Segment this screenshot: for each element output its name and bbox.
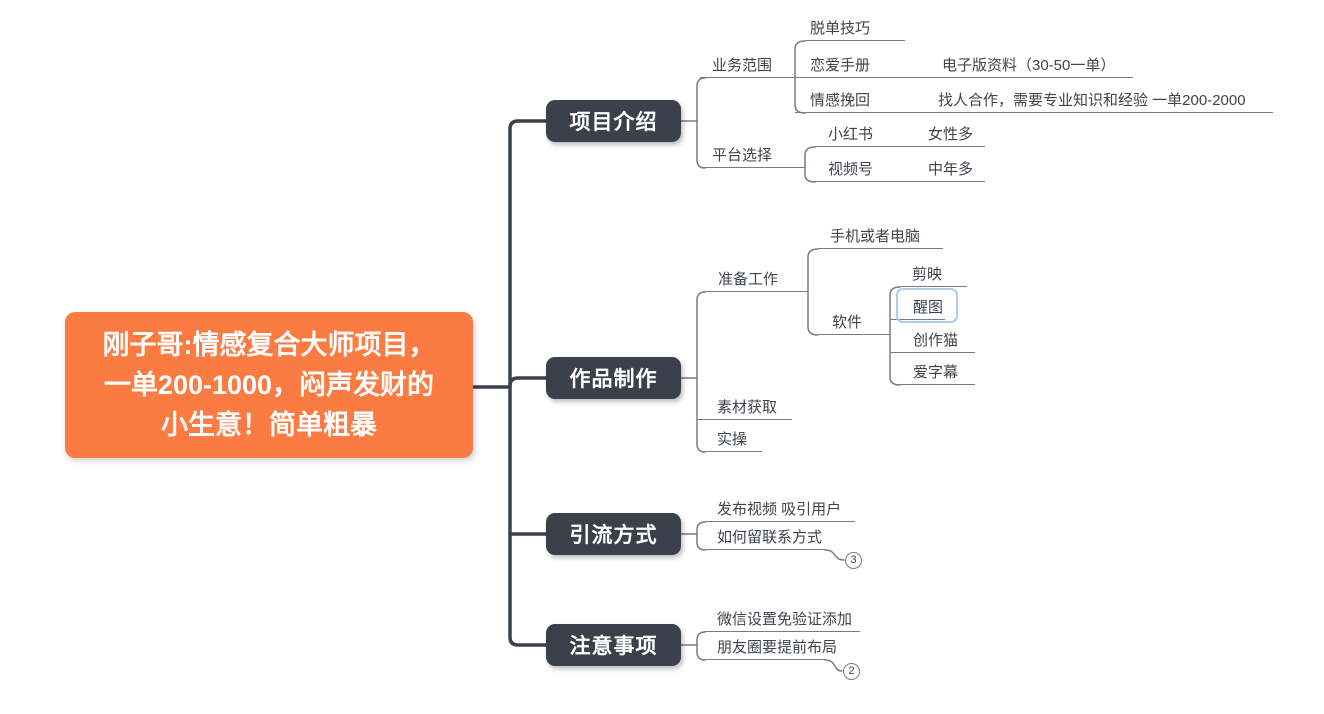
subtopic-preparation[interactable]: 准备工作 [705, 268, 808, 292]
trunk-stub-content-creation [508, 376, 548, 388]
main-topic-project-intro[interactable]: 项目介绍 [546, 100, 681, 142]
subtopic-middle-aged[interactable]: 中年多 [920, 158, 985, 182]
subtopic-partner-needed[interactable]: 找人合作，需要专业知识和经验 一单200-2000 [930, 89, 1273, 113]
root-topic-line2: 一单200-1000，闷声发财的 [103, 370, 435, 400]
subtopic-wechat-no-verification[interactable]: 微信设置免验证添加 [705, 608, 860, 632]
subtopic-xingtu[interactable]: 醒图 [890, 296, 945, 320]
subtopic-love-manual[interactable]: 恋爱手册 [795, 54, 930, 78]
collapse-badge-leave-contact[interactable]: 3 [845, 552, 862, 569]
main-topic-precautions[interactable]: 注意事项 [546, 624, 681, 666]
subtopic-phone-or-computer[interactable]: 手机或者电脑 [818, 225, 943, 249]
main-topic-traffic-method[interactable]: 引流方式 [546, 513, 681, 555]
subtopic-ebook-material[interactable]: 电子版资料（30-50一单） [930, 54, 1133, 78]
root-topic[interactable]: 刚子哥:情感复合大师项目， 一单200-1000，闷声发财的 小生意！简单粗暴 [65, 312, 473, 458]
subtopic-relationship-recovery[interactable]: 情感挽回 [795, 89, 930, 113]
subtopic-dating-tips[interactable]: 脱单技巧 [805, 17, 905, 41]
subtopic-mostly-female[interactable]: 女性多 [920, 123, 985, 147]
root-topic-line1: 刚子哥:情感复合大师项目， [102, 330, 436, 360]
subtopic-business-scope[interactable]: 业务范围 [700, 54, 795, 78]
selection-box-xingtu [896, 288, 958, 323]
subtopic-jianying[interactable]: 剪映 [900, 263, 967, 287]
root-topic-line3: 小生意！简单粗暴 [161, 410, 377, 440]
subtopic-practice[interactable]: 实操 [705, 428, 762, 452]
subtopic-aizimu[interactable]: 爱字幕 [900, 361, 975, 385]
subtopic-moments-layout[interactable]: 朋友圈要提前布局 [705, 636, 837, 660]
subtopic-platform-choice[interactable]: 平台选择 [700, 144, 805, 168]
main-topic-content-creation[interactable]: 作品制作 [546, 357, 681, 399]
subtopic-shipinhao[interactable]: 视频号 [815, 158, 920, 182]
subtopic-xiaohongshu[interactable]: 小红书 [815, 123, 920, 147]
collapse-badge-moments[interactable]: 2 [843, 663, 860, 680]
subtopic-chuangzuomao[interactable]: 创作猫 [890, 329, 975, 353]
subtopic-publish-videos[interactable]: 发布视频 吸引用户 [705, 498, 855, 522]
subtopic-leave-contact[interactable]: 如何留联系方式 [705, 526, 825, 550]
subtopic-software[interactable]: 软件 [818, 311, 890, 335]
subtopic-material-acquisition[interactable]: 素材获取 [697, 396, 792, 420]
trunk-vertical [508, 119, 548, 647]
